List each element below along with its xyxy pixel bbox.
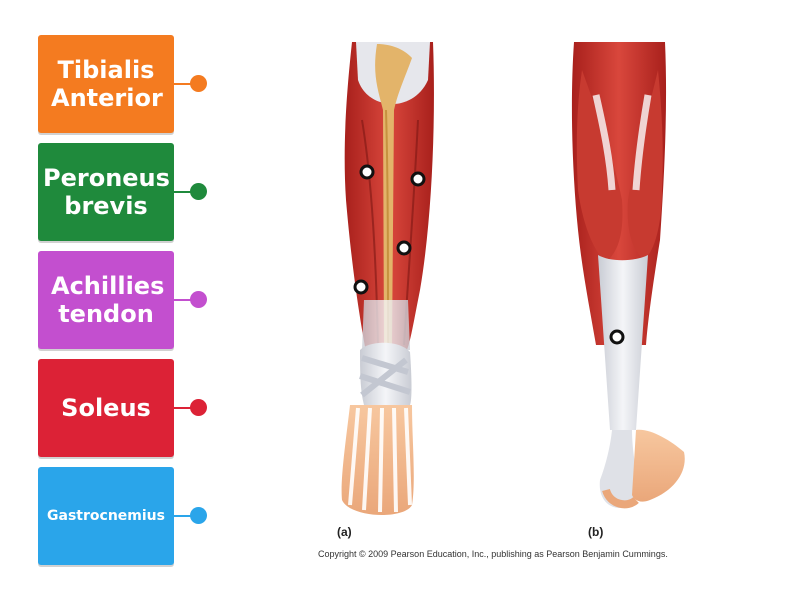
target-marker-2[interactable] (410, 171, 426, 187)
target-marker-1[interactable] (359, 164, 375, 180)
copyright-text: Copyright © 2009 Pearson Education, Inc.… (318, 549, 668, 559)
caption-a: (a) (337, 525, 352, 539)
target-marker-4[interactable] (353, 279, 369, 295)
label-card-gastrocnemius[interactable]: Gastrocnemius (38, 467, 174, 565)
label-card-text: Peroneus brevis (43, 164, 170, 220)
connector-dot[interactable] (190, 507, 207, 524)
connector-line (174, 191, 198, 193)
connector-dot[interactable] (190, 291, 207, 308)
label-card-text: Tibialis Anterior (51, 56, 163, 112)
connector-line (174, 299, 198, 301)
label-card-peroneus-brevis[interactable]: Peroneus brevis (38, 143, 174, 241)
connector-line (174, 515, 198, 517)
caption-b: (b) (588, 525, 604, 539)
connector-dot[interactable] (190, 399, 207, 416)
target-marker-5[interactable] (609, 329, 625, 345)
connector-dot[interactable] (190, 183, 207, 200)
connector-dot[interactable] (190, 75, 207, 92)
connector-line (174, 83, 198, 85)
label-card-text: Gastrocnemius (47, 508, 165, 524)
leg-anterior-view (341, 42, 434, 516)
label-card-text: Achillies tendon (51, 272, 165, 328)
label-card-achillies-tendon[interactable]: Achillies tendon (38, 251, 174, 349)
label-card-soleus[interactable]: Soleus (38, 359, 174, 457)
label-card-text: Soleus (61, 394, 151, 422)
label-card-tibialis-anterior[interactable]: Tibialis Anterior (38, 35, 174, 133)
target-marker-3[interactable] (396, 240, 412, 256)
connector-line (174, 407, 198, 409)
leg-posterior-view (571, 42, 685, 509)
